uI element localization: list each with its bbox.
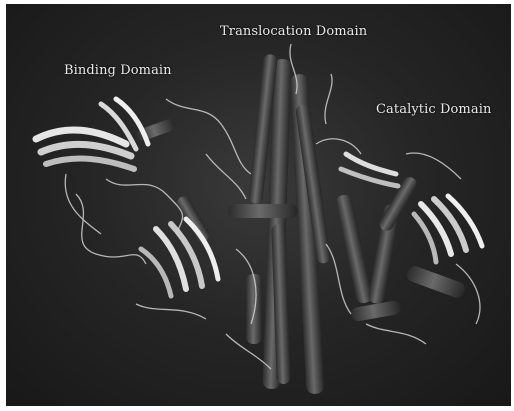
catalytic-domain-label: Catalytic Domain xyxy=(376,102,491,117)
binding-domain-label: Binding Domain xyxy=(64,63,172,78)
protein-structure-figure: Translocation Domain Binding Domain Cata… xyxy=(6,4,511,406)
translocation-domain-label: Translocation Domain xyxy=(220,24,367,39)
catalytic-domain-sheets xyxy=(341,154,482,262)
binding-domain-sheets xyxy=(36,99,218,296)
translocation-domain-helices xyxy=(228,54,331,395)
